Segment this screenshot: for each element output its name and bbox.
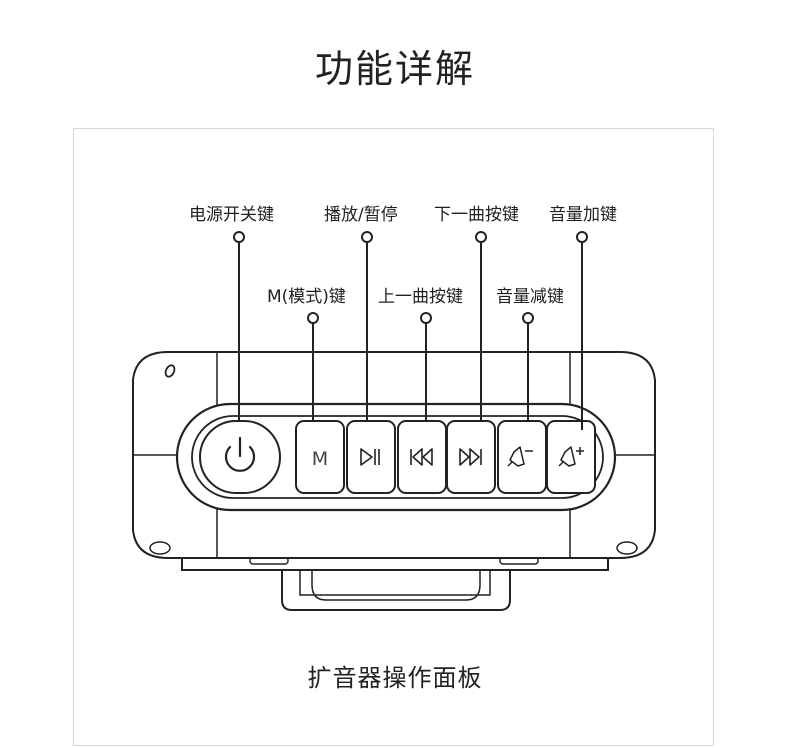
- mode-button-letter: M: [312, 448, 328, 470]
- previous-track-icon: [410, 448, 433, 466]
- volume-down-icon: [507, 446, 533, 467]
- power-icon: [224, 436, 256, 472]
- play-pause-icon: [360, 448, 380, 466]
- next-track-icon: [459, 448, 482, 466]
- diagram-caption: 扩音器操作面板: [307, 664, 483, 692]
- label-prev-track: 上一曲按键: [378, 287, 463, 307]
- mode-button: [295, 420, 345, 494]
- label-volume-up: 音量加键: [549, 205, 617, 225]
- diagram-frame: [73, 128, 714, 746]
- leader-lines: [238, 241, 583, 430]
- label-mode: M(模式)键: [267, 287, 346, 307]
- page-title: 功能详解: [314, 47, 475, 91]
- lanyard-hole-icon: [164, 364, 176, 378]
- volume-up-icon: [558, 446, 584, 467]
- label-play-pause: 播放/暂停: [324, 205, 398, 225]
- next-track-button: [446, 420, 496, 494]
- label-volume-down: 音量减键: [496, 287, 564, 307]
- leader-dots: [233, 231, 588, 324]
- bottom-clip: [281, 566, 511, 611]
- label-power: 电源开关键: [189, 205, 274, 225]
- volume-up-button: [546, 420, 596, 494]
- label-next-track: 下一曲按键: [434, 205, 519, 225]
